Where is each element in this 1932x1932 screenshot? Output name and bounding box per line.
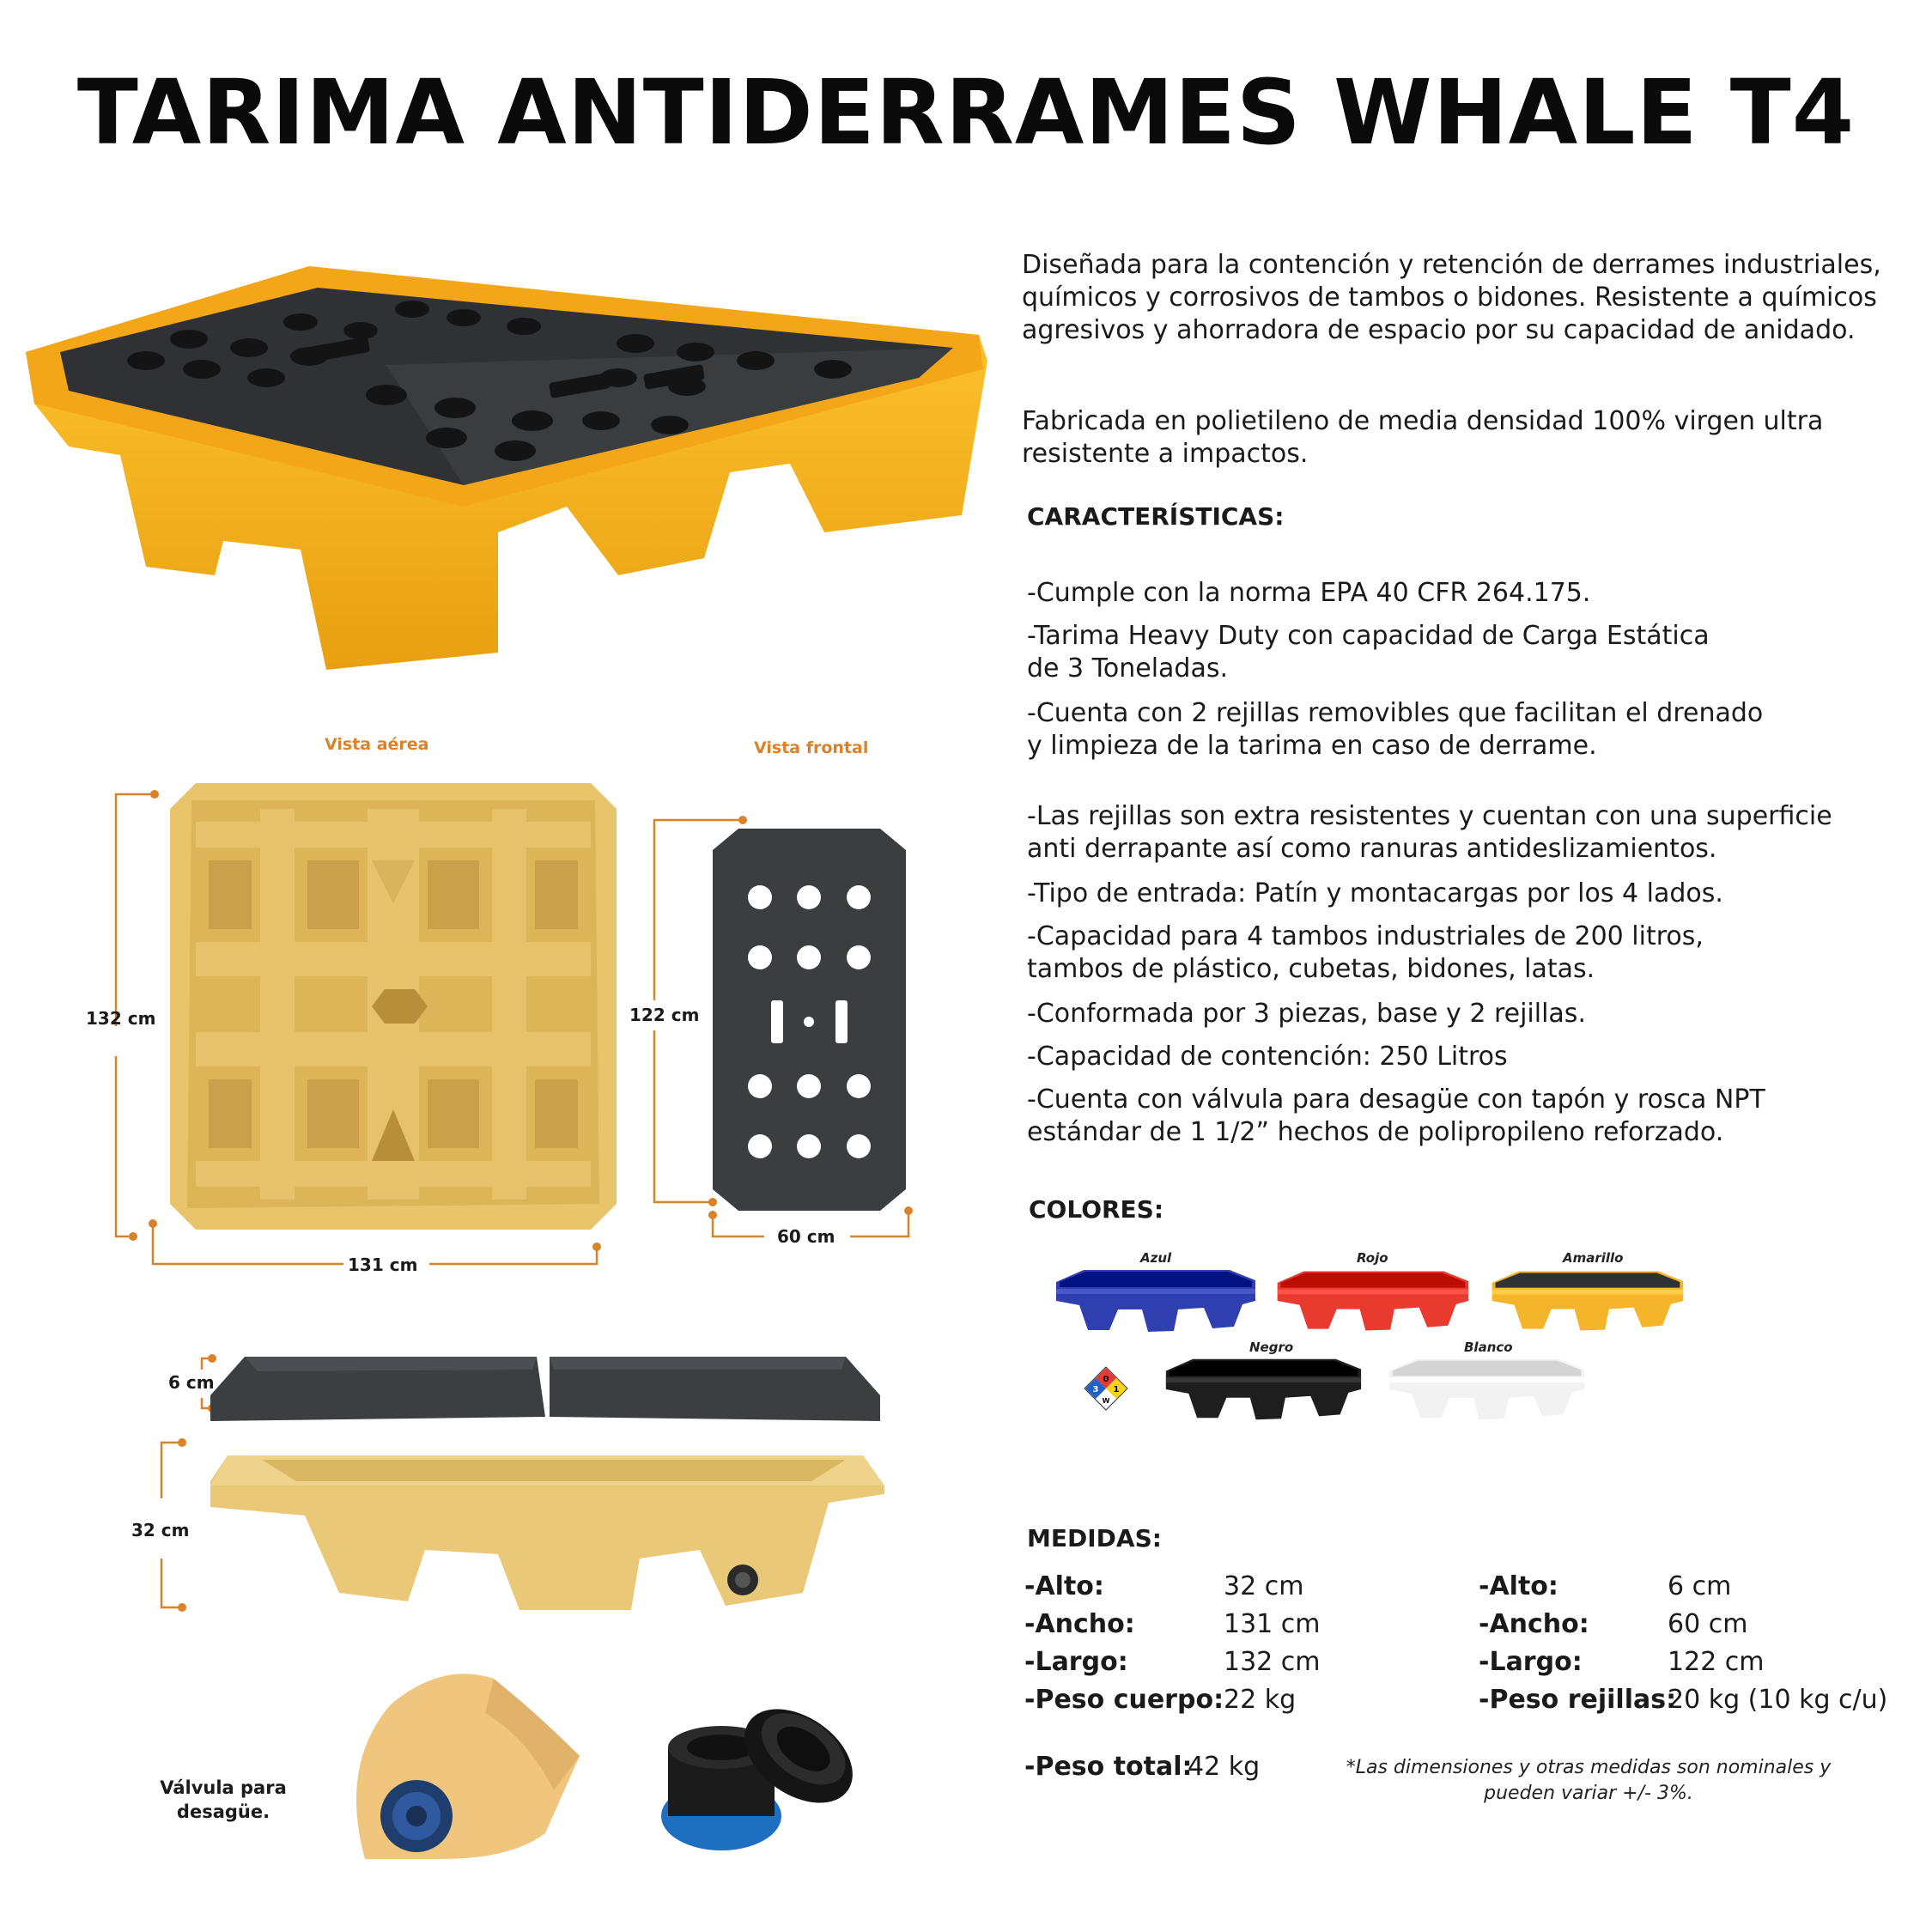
measure-body-label: -Largo: <box>1024 1647 1128 1677</box>
svg-text:0: 0 <box>1103 1375 1109 1384</box>
feature-item: -Cuenta con válvula para desagüe con tap… <box>1027 1084 1765 1147</box>
valve-label: Válvula para desagüe. <box>160 1777 287 1822</box>
measure-grate-value: 20 kg (10 kg c/u) <box>1668 1685 1888 1715</box>
feature-item: -Cumple con la norma EPA 40 CFR 264.175. <box>1027 578 1591 608</box>
measure-body-value: 131 cm <box>1224 1609 1321 1639</box>
features-heading: CARACTERÍSTICAS: <box>1027 502 1285 531</box>
total-weight-label: -Peso total: <box>1024 1752 1193 1782</box>
measure-grate-label: -Peso rejillas: <box>1479 1685 1677 1715</box>
measure-grate-value: 6 cm <box>1668 1571 1732 1601</box>
svg-text:W: W <box>1103 1397 1110 1405</box>
color-label-blanco: Blanco <box>1464 1340 1513 1355</box>
color-label-azul: Azul <box>1140 1250 1172 1266</box>
measure-body-label: -Alto: <box>1024 1571 1104 1601</box>
measure-grate-label: -Alto: <box>1479 1571 1558 1601</box>
measure-grate-value: 122 cm <box>1668 1647 1765 1677</box>
frontal-view-image <box>713 829 906 1211</box>
intro-paragraph-1: Diseñada para la contención y retención … <box>1022 250 1881 345</box>
product-hero-image <box>26 266 987 670</box>
color-swatch-azul <box>1056 1270 1255 1332</box>
colors-heading: COLORES: <box>1029 1195 1164 1224</box>
measure-grate-label: -Largo: <box>1479 1647 1583 1677</box>
aerial-view-image <box>170 783 617 1230</box>
color-label-negro: Negro <box>1249 1340 1294 1355</box>
frontal-width-dimension: 60 cm <box>777 1226 835 1247</box>
frontal-view-label: Vista frontal <box>754 738 869 757</box>
measure-body-value: 132 cm <box>1224 1647 1321 1677</box>
page-title: TARIMA ANTIDERRAMES WHALE T4 <box>76 60 1856 165</box>
base-height-dimension: 32 cm <box>131 1520 190 1540</box>
total-weight-value: 42 kg <box>1188 1752 1261 1782</box>
measure-body-value: 22 kg <box>1224 1685 1297 1715</box>
valve-closeup-image <box>356 1674 580 1859</box>
aerial-height-dimension: 132 cm <box>86 1008 156 1029</box>
color-label-amarillo: Amarillo <box>1563 1250 1624 1266</box>
feature-item: -Tipo de entrada: Patín y montacargas po… <box>1027 878 1723 908</box>
measure-grate-value: 60 cm <box>1668 1609 1748 1639</box>
color-swatch-blanco <box>1388 1358 1585 1420</box>
grate-height-dimension: 6 cm <box>168 1372 215 1393</box>
feature-item: -Conformada por 3 piezas, base y 2 rejil… <box>1027 999 1586 1029</box>
measure-grate-label: -Ancho: <box>1479 1609 1589 1639</box>
valve-cap-image <box>661 1709 853 1850</box>
svg-text:3: 3 <box>1093 1385 1099 1394</box>
intro-paragraph-2: Fabricada en polietileno de media densid… <box>1022 406 1824 469</box>
feature-item: -Tarima Heavy Duty con capacidad de Carg… <box>1027 621 1710 683</box>
measures-heading: MEDIDAS: <box>1027 1524 1162 1552</box>
feature-item: -Capacidad de contención: 250 Litros <box>1027 1042 1508 1072</box>
frontal-height-dimension: 122 cm <box>629 1005 700 1025</box>
color-swatch-negro <box>1165 1358 1362 1420</box>
color-swatch-amarillo <box>1492 1271 1684 1331</box>
dimension-lines <box>114 790 913 1612</box>
tolerance-note: *Las dimensiones y otras medidas son nom… <box>1346 1757 1832 1804</box>
aerial-view-label: Vista aérea <box>325 735 429 754</box>
aerial-width-dimension: 131 cm <box>348 1255 418 1275</box>
feature-item: -Las rejillas son extra resistentes y cu… <box>1027 801 1832 864</box>
feature-item: -Cuenta con 2 rejillas removibles que fa… <box>1027 698 1764 761</box>
measure-body-value: 32 cm <box>1224 1571 1304 1601</box>
color-swatch-rojo <box>1277 1271 1469 1331</box>
measure-body-label: -Ancho: <box>1024 1609 1135 1639</box>
exploded-view-image <box>210 1357 884 1610</box>
hazard-diamond-icon: 0 3 1 W <box>1084 1366 1128 1411</box>
feature-item: -Capacidad para 4 tambos industriales de… <box>1027 921 1704 984</box>
measure-body-label: -Peso cuerpo: <box>1024 1685 1224 1715</box>
svg-text:1: 1 <box>1114 1385 1120 1394</box>
color-label-rojo: Rojo <box>1357 1250 1388 1266</box>
